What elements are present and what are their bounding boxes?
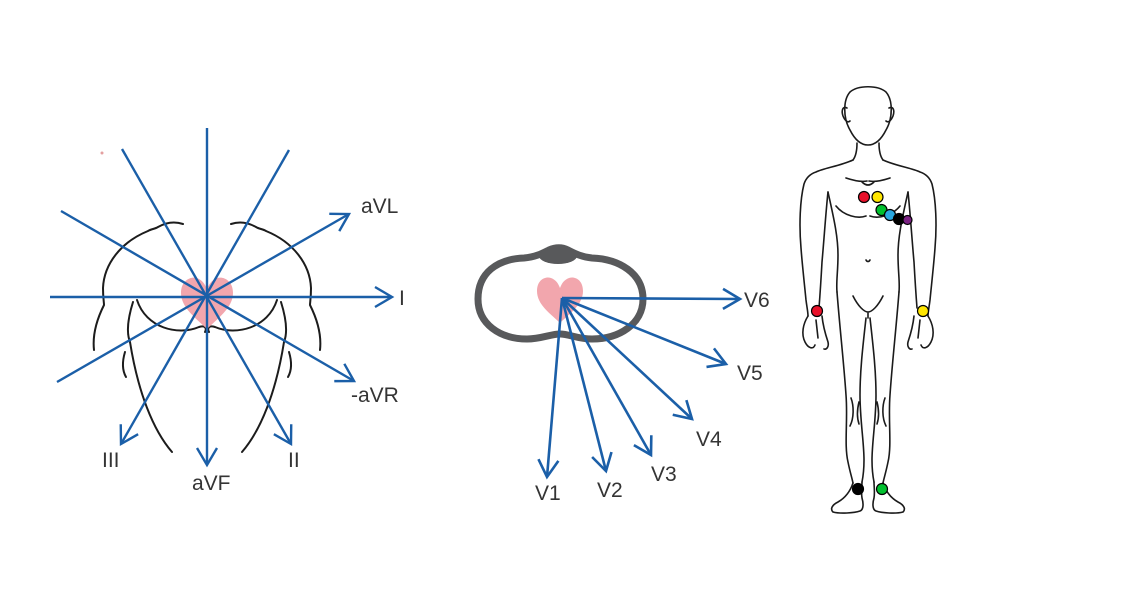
right-ear [885, 106, 895, 123]
limb-electrodes [810, 304, 930, 496]
lead-arrow-V5 [561, 296, 729, 369]
lead-arrow-V1 [537, 297, 564, 480]
neck-right [878, 142, 884, 161]
lead-label-V4: V4 [696, 428, 722, 451]
left-hand [802, 315, 830, 350]
right-leg-inner [869, 317, 877, 483]
lead-label-II: II [288, 449, 300, 472]
torso-left-pec [136, 299, 207, 333]
precordial-arrows [537, 287, 743, 480]
left-leg-inner [859, 317, 867, 483]
chest-electrode-1 [857, 190, 871, 204]
chest-electrode-2 [871, 190, 884, 204]
right-arm-electrode [810, 304, 824, 318]
left-leg-outer [836, 291, 854, 484]
lead-label-negative-aVR: -aVR [351, 384, 399, 407]
lead-label-V5: V5 [737, 362, 763, 385]
body-electrode-panel [799, 85, 937, 514]
torso-outline [92, 221, 322, 453]
right-inner-arm [907, 191, 918, 309]
torso-right-pec [207, 299, 278, 333]
torso-right-inner-arm [287, 351, 293, 378]
lead-arrow-V6 [561, 287, 743, 311]
chest-cross-section-outline [474, 244, 647, 343]
right-leg-outer [882, 291, 900, 484]
hexaxial-panel: aVL I -aVR II aVF III [50, 128, 405, 495]
knee-marks [849, 397, 887, 427]
torso-right-side [897, 191, 909, 293]
left-leg-electrode [875, 482, 889, 496]
right-foot [872, 481, 906, 514]
torso-left-side [126, 301, 173, 453]
chest-electrodes [857, 190, 913, 226]
lead-label-V6: V6 [744, 289, 770, 312]
lead-arrow-V3 [560, 297, 653, 458]
lead-label-III: III [102, 449, 120, 472]
torso-left-inner-arm [121, 351, 127, 378]
torso-left-side [827, 191, 839, 293]
pubic-v [852, 295, 884, 319]
left-shoulder-arm [799, 159, 854, 317]
precordial-panel: V1 V2 V3 V4 V5 V6 [474, 244, 770, 505]
stray-dot [100, 151, 104, 155]
left-arm-electrode [916, 304, 930, 318]
body-outline [799, 85, 937, 514]
lead-arrow-V4 [561, 297, 694, 421]
right-shoulder-arm [882, 159, 937, 317]
left-ear [841, 106, 851, 123]
vertebra-bump [539, 248, 577, 264]
left-inner-arm [818, 191, 829, 309]
right-leg-electrode [851, 482, 865, 496]
lead-label-V3: V3 [651, 463, 677, 486]
navel-mark [865, 259, 871, 263]
hexaxial-axes [50, 128, 395, 468]
heart-icon [537, 277, 583, 323]
lead-label-V1: V1 [535, 482, 561, 505]
torso-right-shoulder-arm [230, 221, 322, 351]
lead-axis-III [119, 149, 291, 447]
lead-label-aVL: aVL [361, 195, 398, 218]
neck-left [852, 142, 858, 161]
right-hand [906, 315, 934, 350]
left-foot [830, 481, 864, 514]
torso-left-shoulder-arm [92, 221, 184, 351]
chest-electrode-6 [902, 214, 913, 226]
lead-label-I: I [399, 287, 405, 310]
lead-arrow-V2 [560, 297, 613, 474]
head-outline [843, 85, 893, 146]
lead-label-aVF: aVF [192, 472, 231, 495]
clavicle-lines [845, 177, 891, 186]
chest-cross-section [474, 244, 647, 343]
lead-label-V2: V2 [597, 479, 623, 502]
torso-right-side [241, 301, 288, 453]
